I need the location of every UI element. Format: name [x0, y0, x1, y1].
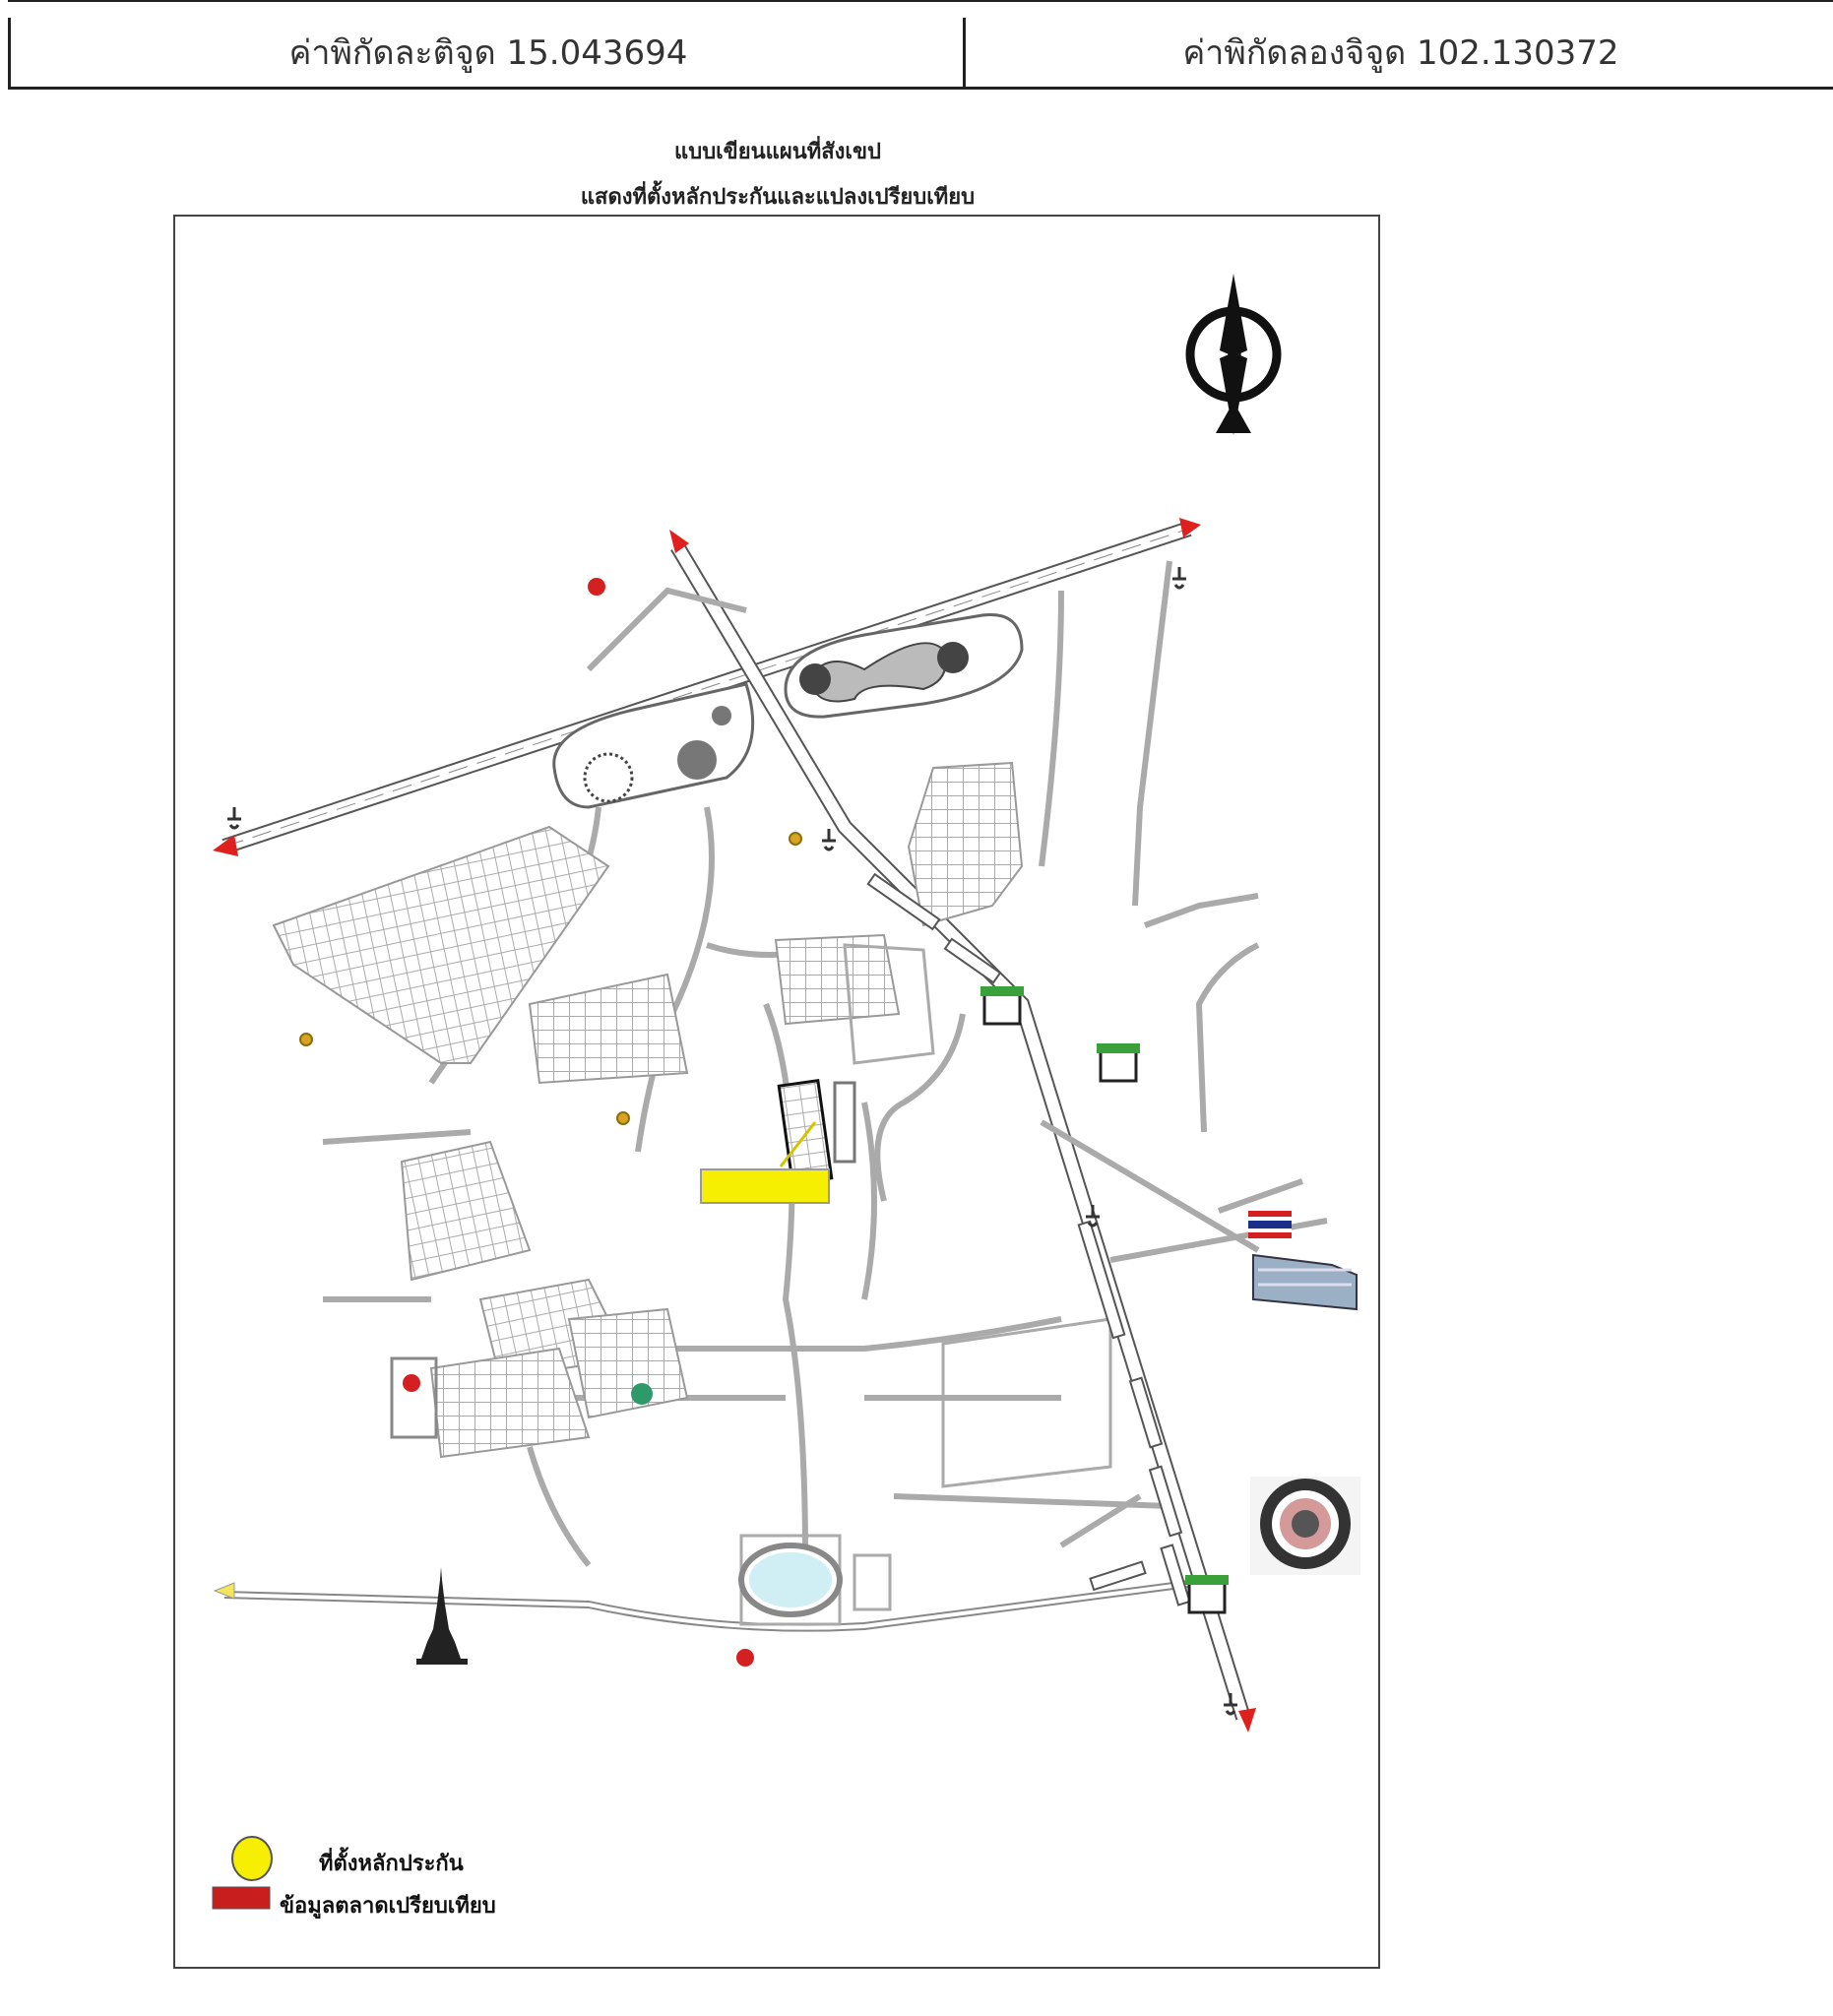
- bottom-road: [223, 1576, 1220, 1632]
- highway: [221, 521, 1192, 854]
- map-drawing: N: [212, 274, 1360, 1910]
- map-frame: N: [173, 215, 1380, 1969]
- market-icon: [980, 986, 1229, 1614]
- map-title: แบบเขียนแผนที่สังเขป: [674, 139, 881, 164]
- latitude-cell: ค่าพิกัดละติจูด 15.043694: [8, 18, 966, 87]
- legend-collateral-label: ที่ตั้งหลักประกัน: [319, 1851, 464, 1876]
- park-icon: [631, 1383, 653, 1405]
- pin-icon: [227, 567, 1237, 1716]
- north-arrow-icon: N: [1185, 274, 1282, 435]
- housing-blocks: [272, 761, 1112, 1488]
- shophouses: [866, 872, 1191, 1606]
- coordinate-header: ค่าพิกัดละติจูด 15.043694 ค่าพิกัดลองจิจ…: [8, 0, 1833, 90]
- temple-icon: [416, 1567, 468, 1665]
- seal-icon: [1250, 1477, 1360, 1575]
- school-icon: [1252, 1253, 1358, 1311]
- legend-comparable-swatch: [212, 1886, 271, 1910]
- comparable-marker: [403, 1374, 420, 1392]
- legend-comparable-label: ข้อมูลตลาดเปรียบเทียบ: [280, 1893, 496, 1919]
- pond: [738, 1534, 892, 1626]
- map-subtitle: แสดงที่ตั้งหลักประกันและแปลงเปรียบเทียบ: [580, 184, 976, 210]
- main-road: [670, 541, 1251, 1721]
- latitude-label: ค่าพิกัดละติจูด 15.043694: [288, 33, 688, 73]
- legend-collateral-swatch: [231, 1836, 273, 1881]
- north-label: N: [1226, 343, 1243, 370]
- comparable-marker: [736, 1649, 754, 1667]
- longitude-label: ค่าพิกัดลองจิจูด 102.130372: [1182, 33, 1619, 73]
- flag-icon: [1248, 1211, 1292, 1238]
- comparable-markers: [403, 578, 754, 1667]
- small-markers: [299, 832, 802, 1125]
- comparable-marker: [588, 578, 605, 596]
- collateral-location: [700, 1121, 830, 1204]
- interchange-park: [552, 612, 1024, 809]
- arrow-icon: [213, 518, 1256, 1732]
- longitude-cell: ค่าพิกัดลองจิจูด 102.130372: [963, 18, 1833, 87]
